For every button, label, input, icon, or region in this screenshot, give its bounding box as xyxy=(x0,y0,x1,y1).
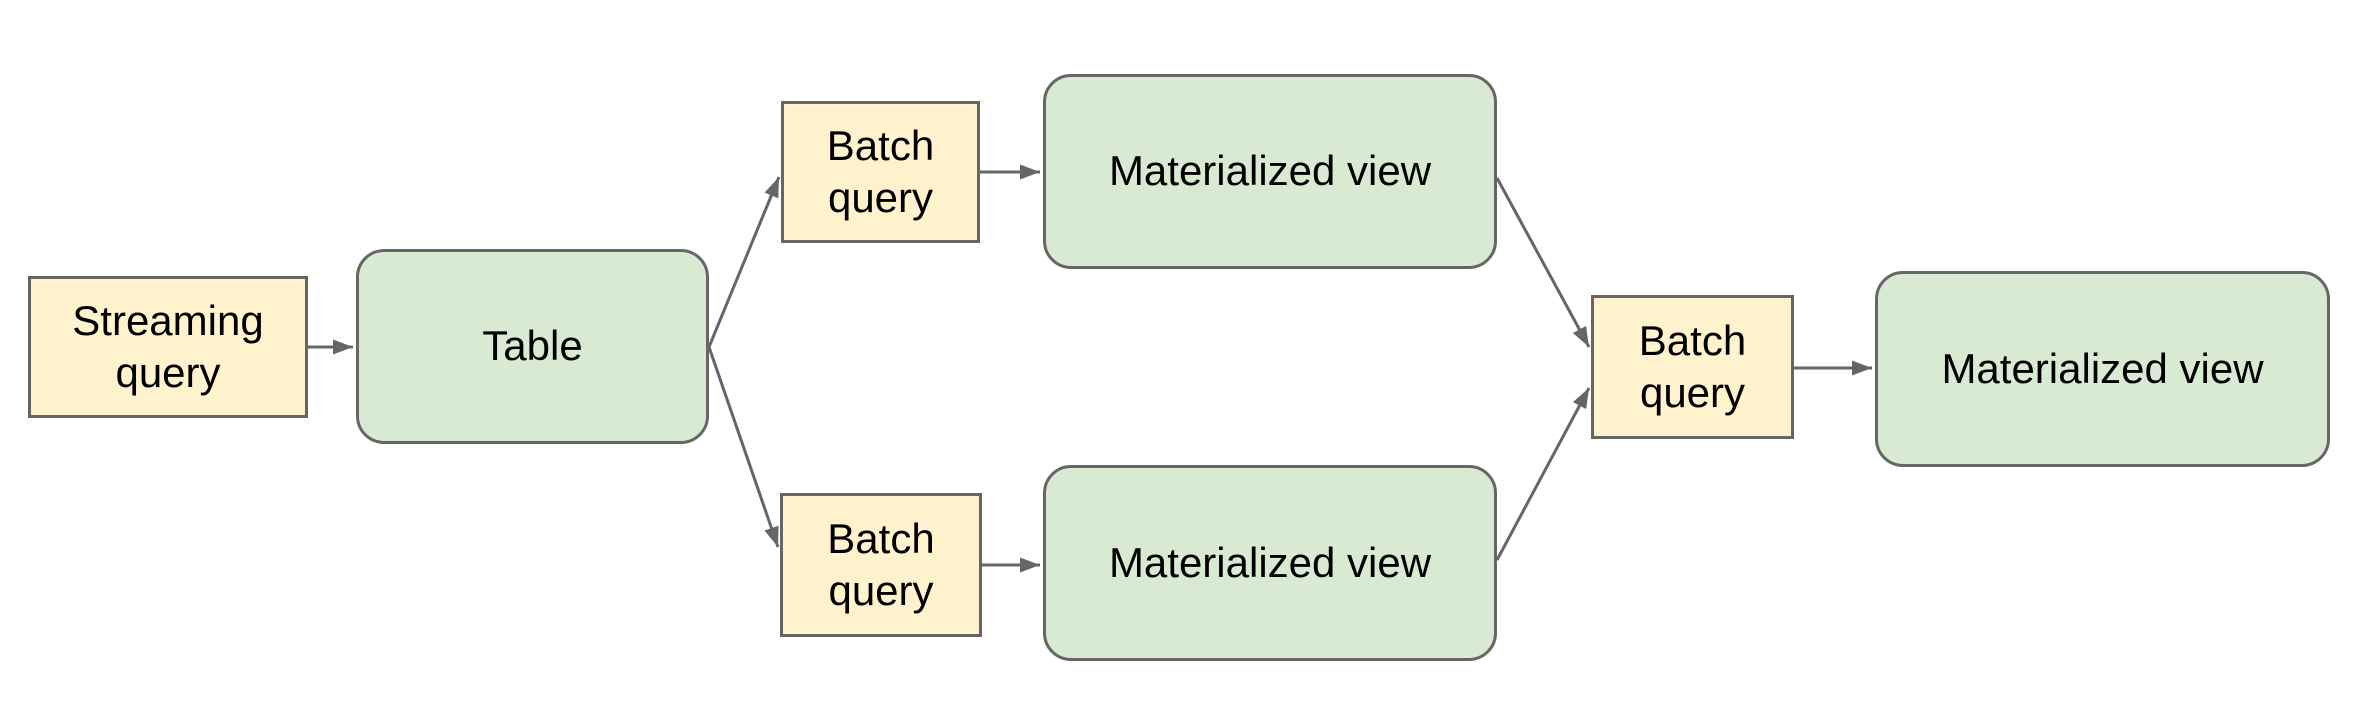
node-materialized-view-final: Materialized view xyxy=(1875,271,2330,467)
edge-table-to-batch-query-top xyxy=(707,176,781,348)
node-batch-query-final: Batch query xyxy=(1591,295,1794,439)
node-materialized-view-top-label: Materialized view xyxy=(1108,147,1432,195)
edge-table-to-batch-query-bottom xyxy=(707,346,780,548)
node-materialized-view-top: Materialized view xyxy=(1043,74,1497,269)
node-table: Table xyxy=(356,249,709,444)
node-batch-query-bottom-label: Batch query xyxy=(827,514,935,615)
node-table-label: Table xyxy=(482,322,583,370)
node-streaming-query-label: Streaming query xyxy=(72,296,264,397)
node-batch-query-top-label: Batch query xyxy=(826,121,935,222)
node-materialized-view-final-label: Materialized view xyxy=(1941,344,2264,392)
edge-materialized-view-top-to-batch-query-final xyxy=(1495,177,1591,348)
edge-materialized-view-bottom-to-batch-query-final xyxy=(1495,387,1591,561)
node-materialized-view-bottom: Materialized view xyxy=(1043,465,1497,661)
node-batch-query-final-label: Batch query xyxy=(1638,316,1747,417)
node-batch-query-top: Batch query xyxy=(781,101,980,243)
node-materialized-view-bottom-label: Materialized view xyxy=(1108,538,1432,586)
node-streaming-query: Streaming query xyxy=(28,276,308,418)
node-batch-query-bottom: Batch query xyxy=(780,493,982,637)
